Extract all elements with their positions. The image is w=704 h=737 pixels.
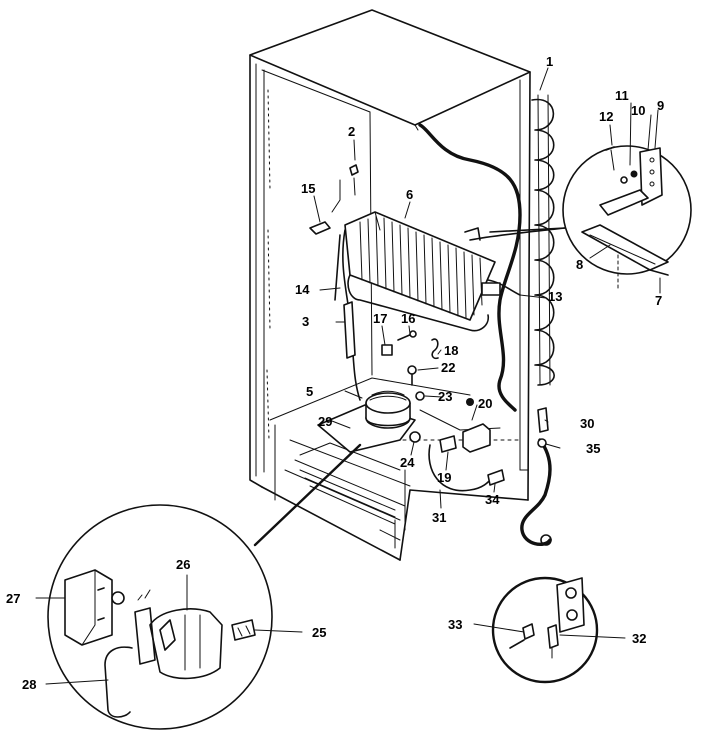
callout-24: 24 <box>400 455 415 470</box>
callout-35: 35 <box>586 441 600 456</box>
callout-2: 2 <box>348 124 355 139</box>
callout-31: 31 <box>432 510 446 525</box>
callout-12: 12 <box>599 109 613 124</box>
callout-9: 9 <box>657 98 664 113</box>
detail-circle-defrost-heater <box>489 145 692 291</box>
cabinet <box>249 9 531 561</box>
callout-1: 1 <box>546 54 553 69</box>
callout-3: 3 <box>302 314 309 329</box>
callout-19: 19 <box>437 470 451 485</box>
callout-25: 25 <box>312 625 326 640</box>
callout-33: 33 <box>448 617 462 632</box>
callout-26: 26 <box>176 557 190 572</box>
callout-14: 14 <box>295 282 310 297</box>
small-parts <box>309 164 549 486</box>
callout-29: 29 <box>318 414 332 429</box>
detail-circle-compressor-electrical <box>47 443 362 730</box>
callout-6: 6 <box>406 187 413 202</box>
callout-16: 16 <box>401 311 415 326</box>
callout-labels: 1 2 3 5 6 7 8 9 10 11 12 13 14 15 16 17 … <box>6 54 664 692</box>
callout-18: 18 <box>444 343 458 358</box>
detail-circle-outlet <box>491 576 599 684</box>
callout-8: 8 <box>576 257 583 272</box>
callout-20: 20 <box>478 396 492 411</box>
callout-32: 32 <box>632 631 646 646</box>
evaporator <box>344 211 521 332</box>
callout-10: 10 <box>631 103 645 118</box>
callout-5: 5 <box>306 384 313 399</box>
leader-lines <box>35 67 661 685</box>
callout-23: 23 <box>438 389 452 404</box>
callout-11: 11 <box>615 88 629 103</box>
callout-28: 28 <box>22 677 36 692</box>
callout-30: 30 <box>580 416 594 431</box>
compressor <box>317 390 416 453</box>
callout-34: 34 <box>485 492 500 507</box>
callout-7: 7 <box>655 293 662 308</box>
condenser-coil <box>531 94 555 386</box>
callout-15: 15 <box>301 181 315 196</box>
callout-13: 13 <box>548 289 562 304</box>
callout-22: 22 <box>441 360 455 375</box>
callout-17: 17 <box>373 311 387 326</box>
callout-27: 27 <box>6 591 20 606</box>
